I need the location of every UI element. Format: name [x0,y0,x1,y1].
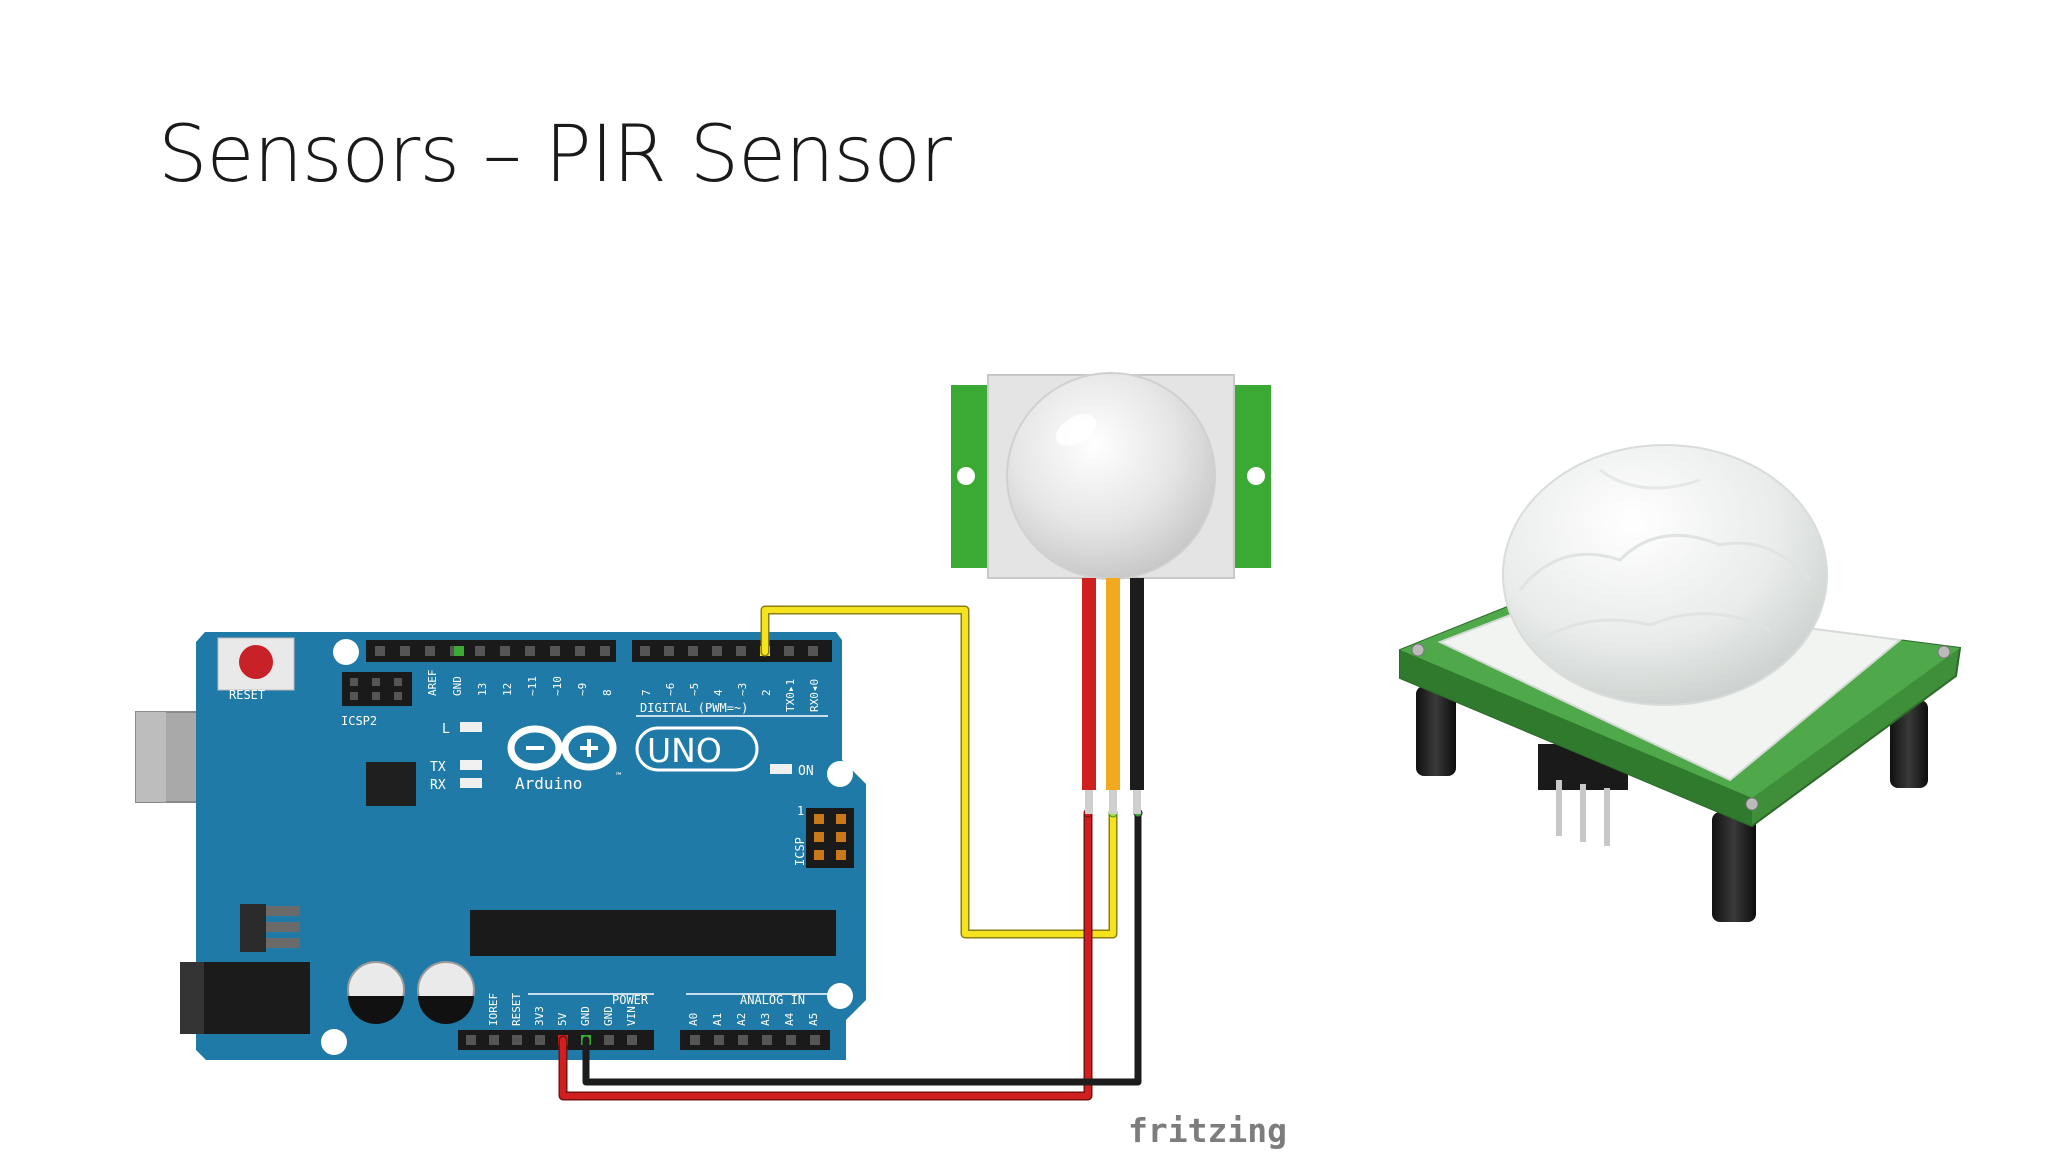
pin-label-aref: AREF [426,670,439,697]
pin-label-gnd-2: GND [602,1006,615,1026]
capacitor [347,961,405,1024]
arduino-logo [507,725,759,772]
lead-gnd [1130,578,1144,790]
voltage-regulator [240,904,300,952]
icsp2-header [342,672,412,706]
mount-hole [827,761,853,787]
digital-header-label: DIGITAL (PWM=~) [640,701,748,715]
pin-label-vin: VIN [625,1006,638,1026]
digital-pin-labels: AREF GND 13 12 ~11 ~10 ~9 8 7 ~6 ~5 4 ~3… [426,670,821,713]
onboard-leds [460,722,792,788]
pin-label-6: ~6 [664,683,677,696]
pin-label-tx: TX0▸1 [784,679,797,712]
power-pin-labels: IOREF RESET 3V3 5V GND GND VIN [487,993,638,1026]
led-label-rx: RX [430,778,446,793]
pin-label-7: 7 [640,689,653,696]
reset-label: RESET [229,688,265,702]
pin-label-4: 4 [712,689,725,696]
photo-fresnel-dome [1502,444,1828,706]
pin-label-3: ~3 [736,683,749,696]
photo-capacitor [1890,700,1928,788]
pin-label-12: 12 [501,683,514,696]
pin-label-11: ~11 [526,676,539,696]
small-chip [366,762,416,806]
lead-out [1106,578,1120,790]
pin-label-a0: A0 [687,1013,700,1026]
photo-capacitor [1712,812,1756,922]
icsp2-label: ICSP2 [341,714,377,728]
pin-label-5v: 5V [556,1012,569,1026]
led-label-l: L [442,722,450,737]
capacitor [417,961,475,1024]
pir-sensor-photo [1399,444,1962,922]
pin-label-2: 2 [760,689,773,696]
arduino-uno-board: RESET ICSP2 AREF GND 13 [135,632,866,1060]
mount-hole [827,983,853,1009]
analog-pin-labels: A0 A1 A2 A3 A4 A5 [687,1012,820,1026]
pin-label-gnd: GND [451,676,464,696]
wires [558,605,1143,1101]
icsp-label: ICSP [793,837,807,866]
pin-label-a1: A1 [711,1013,724,1026]
pin-label-reset: RESET [510,993,523,1026]
pin-label-13: 13 [476,683,489,696]
pin-label-10: ~10 [551,676,564,696]
pin-label-a2: A2 [735,1013,748,1026]
fresnel-dome [1006,372,1216,580]
power-header-label: POWER [612,993,649,1007]
pin-label-5: ~5 [688,683,701,696]
pin-label-ioref: IOREF [487,993,500,1026]
fritzing-credit: fritzing [1128,1111,1287,1150]
gnd-wire [582,811,1142,1086]
power-analog-headers [458,1030,830,1050]
microcontroller-chip [470,910,836,956]
led-label-tx: TX [430,760,446,775]
pin-label-9: ~9 [576,683,589,696]
lead-vcc [1082,578,1096,790]
mount-hole [333,639,359,665]
photo-capacitor [1416,686,1456,776]
pin-label-8: 8 [601,689,614,696]
icsp-header [806,808,854,868]
slide-title: Sensors – PIR Sensor [158,110,952,200]
pin-label-gnd-1: GND [579,1006,592,1026]
reset-button[interactable] [217,637,295,691]
pin-label-a5: A5 [807,1013,820,1026]
brand-trademark: ™ [615,772,621,782]
analog-header-label: ANALOG IN [740,993,805,1007]
brand-name: Arduino [515,774,582,793]
pin-label-3v3: 3V3 [533,1006,546,1026]
pin-label-a3: A3 [759,1013,772,1026]
mount-hole [321,1029,347,1055]
pir-sensor-module [951,372,1271,814]
board-model: UNO [647,731,722,770]
pin-label-a4: A4 [783,1012,796,1026]
icsp-pin-one: 1 [797,804,804,818]
pin-label-rx: RX0◂0 [808,679,821,712]
led-label-on: ON [798,764,814,779]
